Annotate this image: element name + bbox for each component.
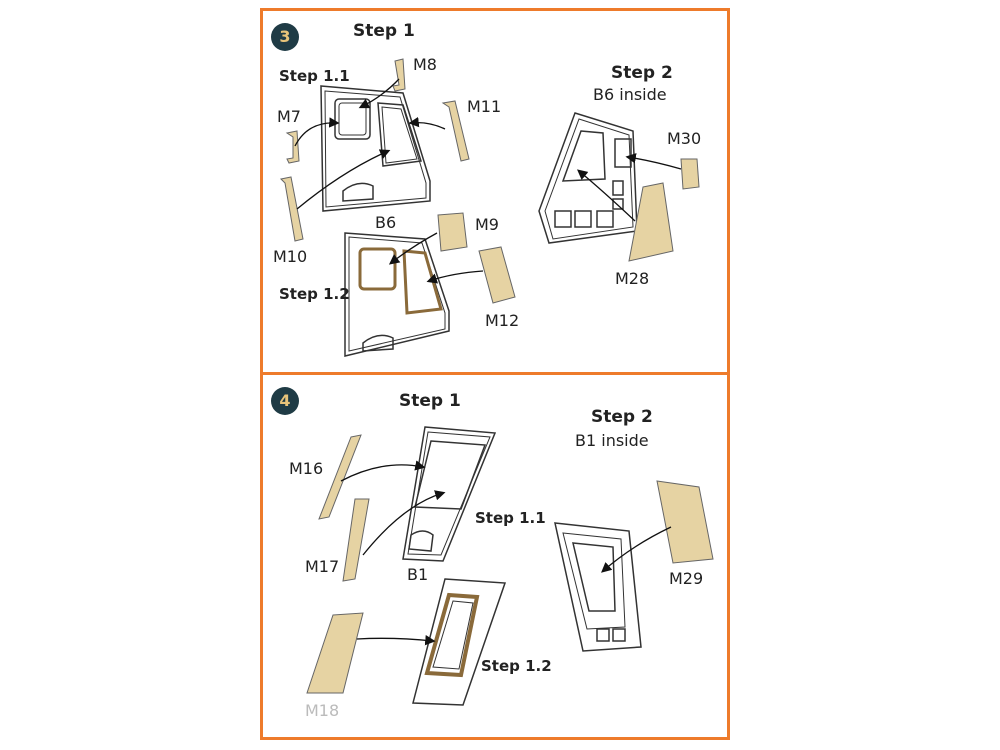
step-1-1-label: Step 1.1 — [279, 67, 350, 85]
panel-step-4: 4 Step 1 Step 1.1 Step 1.2 Step 2 B1 ins… — [260, 372, 730, 740]
step-number-badge: 3 — [271, 23, 299, 51]
part-label-m30: M30 — [667, 129, 702, 148]
part-label-m8: M8 — [413, 55, 437, 74]
step-1-2-label: Step 1.2 — [481, 657, 552, 675]
part-label-m18: M18 — [305, 701, 340, 720]
part-label-b6: B6 — [375, 213, 397, 232]
part-label-m12: M12 — [485, 311, 520, 330]
part-label-m10: M10 — [273, 247, 308, 266]
part-label-m7: M7 — [277, 107, 301, 126]
door-inside-step-2 — [554, 522, 642, 652]
part-label-m17: M17 — [305, 557, 340, 576]
mask-m12 — [478, 246, 516, 304]
mask-m8 — [392, 58, 406, 92]
door-lower-step-1-2 — [344, 232, 450, 357]
door-lower-step-1-2 — [412, 578, 507, 706]
mask-m10 — [279, 176, 304, 242]
step-1-2-label: Step 1.2 — [279, 285, 350, 303]
step-2-title: Step 2 — [611, 63, 673, 83]
mask-m28 — [628, 182, 674, 262]
panel-4-drawing — [306, 426, 714, 706]
mask-m11 — [441, 100, 470, 162]
mask-m7 — [285, 130, 300, 164]
step-1-title: Step 1 — [353, 21, 415, 41]
door-inside-step-2 — [538, 112, 638, 244]
mask-m17 — [342, 498, 370, 582]
step-2-subtitle: B6 inside — [593, 85, 667, 104]
panel-3-drawing — [279, 58, 700, 357]
part-label-m29: M29 — [669, 569, 704, 588]
mask-m30 — [680, 158, 700, 190]
step-number-badge: 4 — [271, 387, 299, 415]
part-label-m16: M16 — [289, 459, 324, 478]
part-label-m9: M9 — [475, 215, 499, 234]
mask-m29 — [656, 480, 714, 564]
mask-m18 — [306, 612, 364, 694]
door-upper-step-1-1 — [320, 85, 431, 212]
mask-m9 — [437, 212, 468, 252]
part-label-m28: M28 — [615, 269, 650, 288]
step-1-1-label: Step 1.1 — [475, 509, 546, 527]
step-2-subtitle: B1 inside — [575, 431, 649, 450]
panel-step-3: 3 Step 1 Step 1.1 Step 1.2 Step 2 B6 ins… — [260, 8, 730, 375]
step-2-title: Step 2 — [591, 407, 653, 427]
mask-m16 — [318, 434, 362, 520]
part-label-b1: B1 — [407, 565, 429, 584]
door-upper-step-1-1 — [402, 426, 497, 562]
step-1-title: Step 1 — [399, 391, 461, 411]
part-label-m11: M11 — [467, 97, 502, 116]
